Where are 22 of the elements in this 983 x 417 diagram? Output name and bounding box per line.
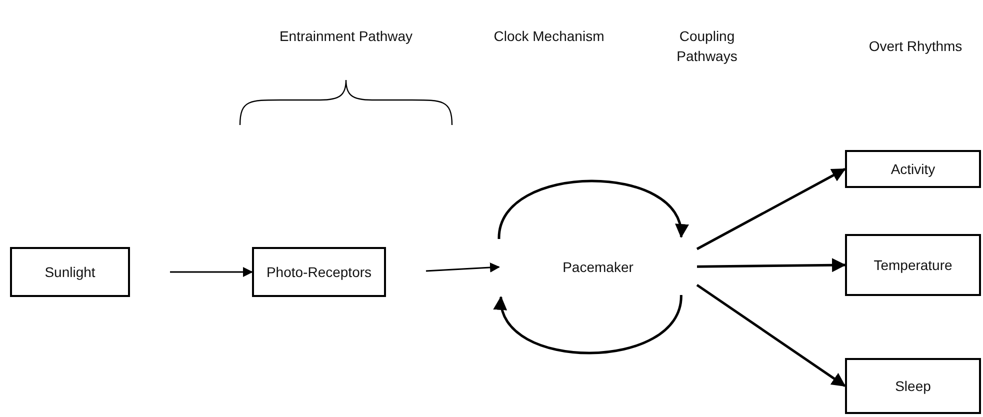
- process-box: [845, 150, 981, 188]
- cycle-arrow: [498, 180, 686, 240]
- node-label: Pacemaker: [562, 259, 634, 275]
- box-label: Sleep: [895, 378, 931, 394]
- process-box: [845, 234, 981, 296]
- arrow: [696, 168, 846, 250]
- process-box: [252, 247, 386, 297]
- process-box: [845, 358, 981, 414]
- arrow: [696, 284, 846, 388]
- box-label: Photo-Receptors: [266, 264, 372, 280]
- box-label: Sunlight: [44, 264, 96, 280]
- arrow: [696, 258, 846, 272]
- stage-heading: Entrainment Pathway: [278, 27, 414, 46]
- arrow: [426, 262, 500, 272]
- process-box: [10, 247, 130, 297]
- arrow: [170, 267, 253, 277]
- cycle-arrow: [496, 294, 682, 354]
- stage-heading: Overt Rhythms: [868, 37, 964, 56]
- box-label: Temperature: [874, 257, 952, 273]
- stage-heading: Coupling Pathways: [676, 27, 738, 66]
- box-label: Activity: [890, 161, 936, 177]
- stage-heading: Clock Mechanism: [492, 27, 606, 46]
